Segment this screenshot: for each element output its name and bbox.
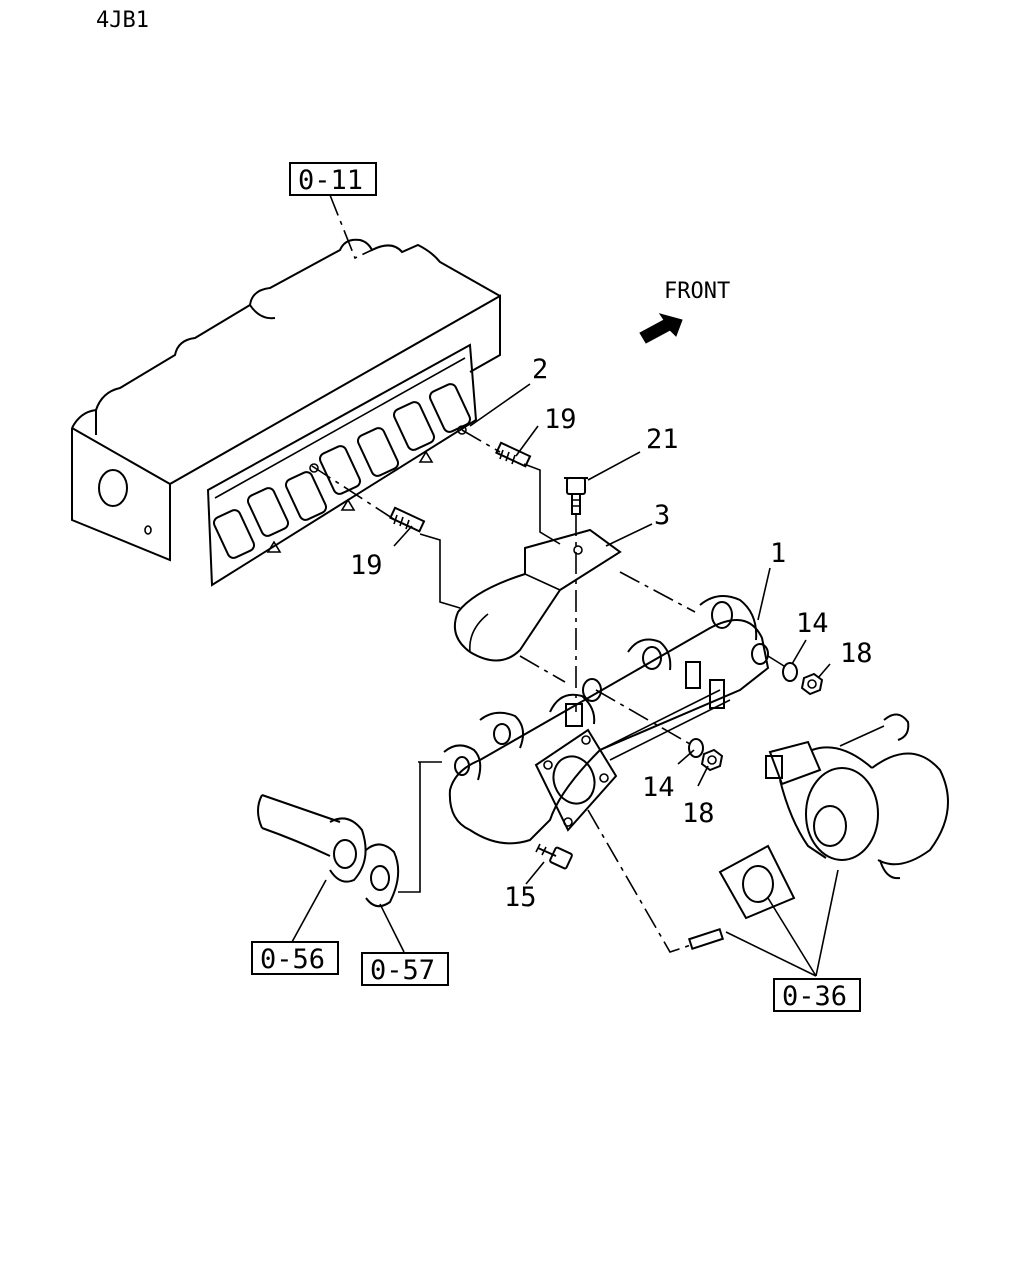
ref-box-0-56[interactable]: 0-56 xyxy=(251,941,339,975)
stud-19-lower xyxy=(389,506,426,533)
nut-18-right xyxy=(800,672,824,696)
washer-14-lower xyxy=(688,738,704,758)
callout-14-lower: 14 xyxy=(642,772,675,803)
callout-21: 21 xyxy=(646,424,679,455)
callout-2: 2 xyxy=(532,354,548,385)
model-code: 4JB1 xyxy=(96,8,149,33)
callout-3: 3 xyxy=(654,500,670,531)
ref-label-0-56: 0-56 xyxy=(260,944,325,975)
assembly-lines xyxy=(311,194,785,953)
turbocharger xyxy=(765,713,949,880)
ref-box-0-36[interactable]: 0-36 xyxy=(773,978,861,1012)
ref-label-0-36: 0-36 xyxy=(782,981,847,1012)
callout-18-lower: 18 xyxy=(682,798,715,829)
ref-label-0-57: 0-57 xyxy=(370,955,435,986)
ref-box-0-57[interactable]: 0-57 xyxy=(361,952,449,986)
ref-box-0-11[interactable]: 0-11 xyxy=(289,162,377,196)
callout-1: 1 xyxy=(770,538,786,569)
callout-15: 15 xyxy=(504,882,537,913)
callout-19-lower: 19 xyxy=(350,550,383,581)
callout-19-upper: 19 xyxy=(544,404,577,435)
bolt-21 xyxy=(564,477,588,515)
exhaust-pipe xyxy=(257,794,400,908)
callout-18-right: 18 xyxy=(840,638,873,669)
ref-label-0-11: 0-11 xyxy=(298,165,363,196)
heat-shield xyxy=(454,528,622,662)
nut-18-lower xyxy=(700,748,724,772)
bolt-15 xyxy=(535,843,573,870)
callout-14-right: 14 xyxy=(796,608,829,639)
turbo-gasket xyxy=(718,844,796,920)
front-label: FRONT xyxy=(664,279,730,304)
exhaust-manifold xyxy=(443,595,770,845)
turbo-stud xyxy=(687,928,725,950)
front-arrow-icon xyxy=(639,313,683,344)
stud-19-upper xyxy=(495,441,532,468)
manifold-gasket xyxy=(206,343,478,587)
turbo-flange xyxy=(534,728,618,832)
washer-14-right xyxy=(782,662,798,682)
leader-lines xyxy=(291,383,839,977)
cylinder-head xyxy=(71,238,501,562)
